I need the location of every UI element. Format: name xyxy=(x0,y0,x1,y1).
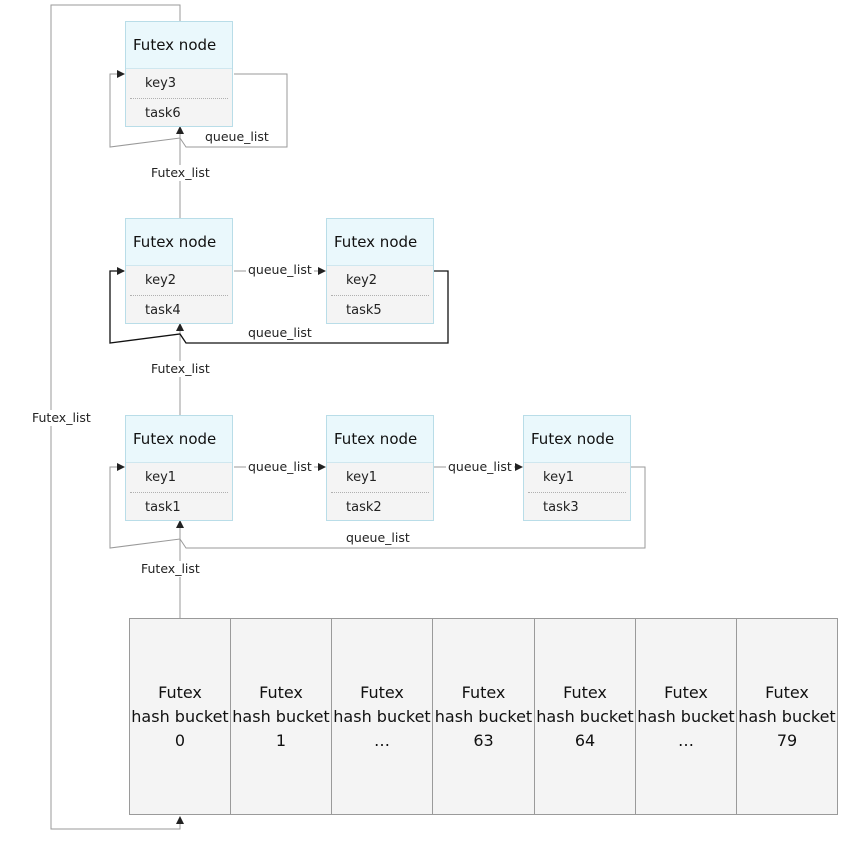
bucket-line-2: hash bucket xyxy=(131,706,229,726)
node-key: key1 xyxy=(346,470,378,485)
futex-list-label-2: Futex_list xyxy=(149,361,212,377)
bucket-index: 0 xyxy=(174,730,186,750)
queue-list-label-3a: queue_list xyxy=(246,459,314,475)
futex-list-label-1: Futex_list xyxy=(149,165,212,181)
node-divider xyxy=(528,492,626,493)
node-key: key3 xyxy=(145,76,177,91)
bucket-line-2: hash bucket xyxy=(434,706,533,726)
node-task: task1 xyxy=(145,500,181,515)
futex-node-key1-task1: Futex node key1 task1 xyxy=(125,415,233,521)
node-header: Futex node xyxy=(126,219,232,266)
hash-bucket-63: Futex hash bucket 63 xyxy=(432,618,535,815)
bucket-line-1: Futex xyxy=(360,682,404,702)
queue-list-loop-3 xyxy=(109,463,646,549)
bucket-line-1: Futex xyxy=(563,682,607,702)
bucket-index: 64 xyxy=(574,730,596,750)
hash-bucket-ellipsis-2: Futex hash bucket … xyxy=(635,618,737,815)
queue-list-label-2b: queue_list xyxy=(246,325,314,341)
hash-bucket-ellipsis-1: Futex hash bucket … xyxy=(331,618,433,815)
bucket-line-1: Futex xyxy=(765,682,809,702)
node-header: Futex node xyxy=(126,416,232,463)
bucket-line-2: hash bucket xyxy=(738,706,836,726)
node-task: task5 xyxy=(346,303,382,318)
bucket-index: 79 xyxy=(776,730,798,750)
queue-list-loop-1 xyxy=(109,70,288,148)
futex-node-key2-task4: Futex node key2 task4 xyxy=(125,218,233,324)
bucket-index: 1 xyxy=(275,730,287,750)
node-task: task3 xyxy=(543,500,579,515)
node-divider xyxy=(130,295,228,296)
node-task: task2 xyxy=(346,500,382,515)
queue-list-loop-2 xyxy=(109,267,449,344)
node-divider xyxy=(331,492,429,493)
node-divider xyxy=(130,492,228,493)
bucket-line-1: Futex xyxy=(259,682,303,702)
node-key: key2 xyxy=(145,273,177,288)
node-header: Futex node xyxy=(126,22,232,69)
bucket-index: … xyxy=(374,730,390,750)
futex-node-key2-task5: Futex node key2 task5 xyxy=(326,218,434,324)
queue-list-label-1: queue_list xyxy=(203,129,271,145)
futex-list-label-3: Futex_list xyxy=(139,561,202,577)
bucket-line-2: hash bucket xyxy=(232,706,330,726)
bucket-line-2: hash bucket xyxy=(333,706,431,726)
node-task: task6 xyxy=(145,106,181,121)
queue-list-label-2a: queue_list xyxy=(246,262,314,278)
node-key: key1 xyxy=(543,470,575,485)
node-divider xyxy=(331,295,429,296)
node-key: key1 xyxy=(145,470,177,485)
queue-list-label-3c: queue_list xyxy=(344,530,412,546)
hash-bucket-0: Futex hash bucket 0 xyxy=(129,618,231,815)
bucket-line-1: Futex xyxy=(664,682,708,702)
node-header: Futex node xyxy=(327,219,433,266)
node-header: Futex node xyxy=(524,416,630,463)
node-task: task4 xyxy=(145,303,181,318)
futex-list-label-outer: Futex_list xyxy=(30,410,93,426)
futex-node-key1-task3: Futex node key1 task3 xyxy=(523,415,631,521)
node-key: key2 xyxy=(346,273,378,288)
bucket-line-2: hash bucket xyxy=(637,706,735,726)
node-header: Futex node xyxy=(327,416,433,463)
futex-node-key1-task2: Futex node key1 task2 xyxy=(326,415,434,521)
bucket-line-2: hash bucket xyxy=(536,706,634,726)
hash-bucket-79: Futex hash bucket 79 xyxy=(736,618,838,815)
queue-list-label-3b: queue_list xyxy=(446,459,514,475)
hash-bucket-1: Futex hash bucket 1 xyxy=(230,618,332,815)
bucket-index: … xyxy=(678,730,694,750)
hash-bucket-64: Futex hash bucket 64 xyxy=(534,618,636,815)
node-divider xyxy=(130,98,228,99)
bucket-index: 63 xyxy=(473,730,494,750)
futex-node-key3-task6: Futex node key3 task6 xyxy=(125,21,233,127)
bucket-line-1: Futex xyxy=(158,682,202,702)
bucket-line-1: Futex xyxy=(461,682,506,702)
